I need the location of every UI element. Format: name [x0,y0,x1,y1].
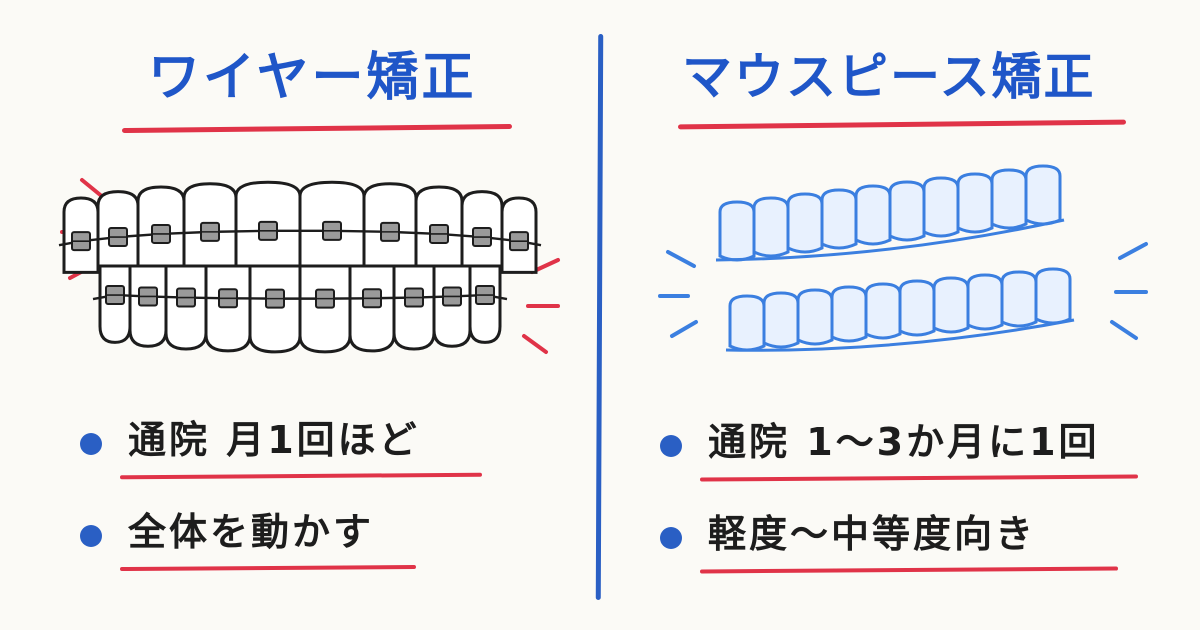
aligner-tray-rim [715,218,1065,262]
aligner-tooth [762,291,800,349]
aligner-tooth [1024,164,1062,226]
aligner-tooth [932,276,970,334]
emphasis-ray [670,320,698,338]
emphasis-ray [666,250,696,268]
aligner-title-underline [677,119,1127,130]
wire-braces-feature-1-text: 通院 月1回ほど [128,418,420,462]
aligner-tooth [820,188,858,250]
feature-underline [119,472,483,480]
wire-braces-title-underline [121,123,513,134]
lower-tooth [204,264,252,353]
aligner-tooth [830,285,868,343]
aligner-tooth [990,168,1028,230]
wire-braces-panel: ワイヤー矯正 通院 月1回ほど 全体を動かす [58,48,560,572]
aligner-tooth [796,288,834,346]
aligner-tray-rim [725,318,1075,352]
emphasis-ray [1118,242,1148,260]
bullet-dot-icon [80,433,102,455]
lower-tooth [248,264,302,354]
aligner-tooth [922,176,960,238]
emphasis-ray [80,178,106,200]
lower-tooth [298,264,352,354]
aligner-tooth [1000,270,1038,328]
aligner-tooth [1034,267,1072,325]
braces-illustration-icon [58,178,560,354]
feature-underline [119,564,417,572]
wire-braces-title: ワイヤー矯正 [148,48,477,108]
lower-tooth [348,264,396,353]
bullet-dot-icon [660,435,682,457]
feature-underline [699,566,1119,574]
wire-braces-feature-2-text: 全体を動かす [128,510,375,554]
emphasis-ray [1110,320,1138,340]
aligner-feature-2-text: 軽度〜中等度向き [708,512,1037,556]
aligner-feature-1-text: 通院 1〜3か月に1回 [708,420,1100,464]
feature-underline [699,474,1139,482]
aligner-tooth [854,184,892,246]
aligner-tooth [786,192,824,254]
aligner-tooth [898,279,936,337]
aligner-tooth [728,294,766,352]
aligner-illustration-icon [658,164,1148,352]
emphasis-ray [522,334,548,354]
aligner-tooth [864,282,902,340]
bullet-dot-icon [80,525,102,547]
aligner-title: マウスピース矯正 [682,48,1096,106]
aligner-panel: マウスピース矯正 通院 1〜3か月に1回 軽度〜中等度向き [600,0,1200,630]
aligner-tooth [956,172,994,234]
bullet-dot-icon [660,527,682,549]
aligner-tooth [718,200,756,262]
aligner-tooth [888,180,926,242]
aligner-tooth [752,196,790,258]
aligner-tooth [966,273,1004,331]
